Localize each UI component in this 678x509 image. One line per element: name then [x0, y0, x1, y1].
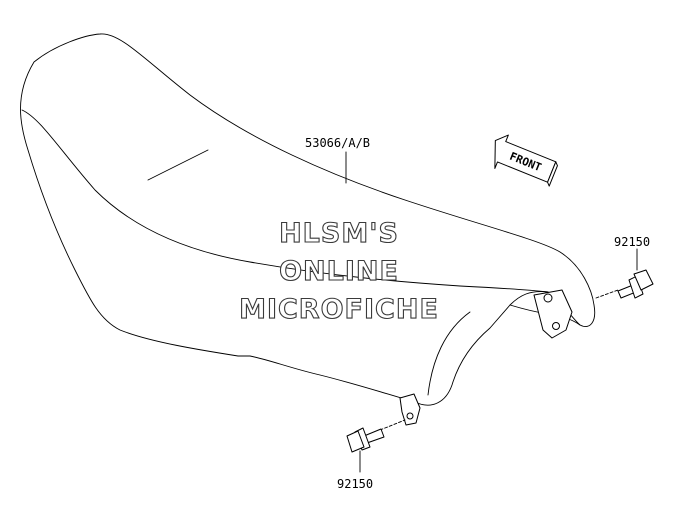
bolt-right-part-label: 92150 — [614, 235, 650, 249]
watermark-line1: HLSM'S — [279, 218, 399, 249]
rear-bracket-hole — [552, 322, 560, 330]
seat-part-label: 53066/A/B — [305, 136, 370, 150]
bolt-bottom — [346, 419, 406, 473]
bolt-bottom-leader — [379, 419, 406, 431]
rear-bracket-nut — [543, 293, 553, 303]
watermark-line3: MICROFICHE — [239, 294, 439, 325]
seat-ridge — [21, 109, 549, 293]
front-arrow-depth — [547, 161, 558, 187]
seat — [20, 33, 596, 406]
seat-inner-curve — [427, 311, 471, 396]
bolt-bottom-head — [346, 430, 365, 453]
bottom-bracket-hole — [406, 412, 414, 420]
bolt-bottom-part-label: 92150 — [337, 477, 373, 491]
bolt-right-head — [633, 269, 654, 291]
bolt-right-leader — [595, 289, 619, 299]
watermark: HLSM'S ONLINE MICROFICHE — [239, 217, 439, 325]
front-direction-arrow: FRONT — [494, 134, 558, 187]
bolt-right-flange — [628, 275, 644, 299]
rear-bracket — [533, 289, 573, 339]
bottom-bracket-plate — [399, 393, 421, 426]
bolt-right — [595, 248, 654, 299]
bottom-bracket — [399, 393, 421, 426]
seat-crease — [147, 149, 209, 181]
watermark-line2: ONLINE — [279, 256, 399, 287]
rear-bracket-plate — [533, 289, 573, 339]
